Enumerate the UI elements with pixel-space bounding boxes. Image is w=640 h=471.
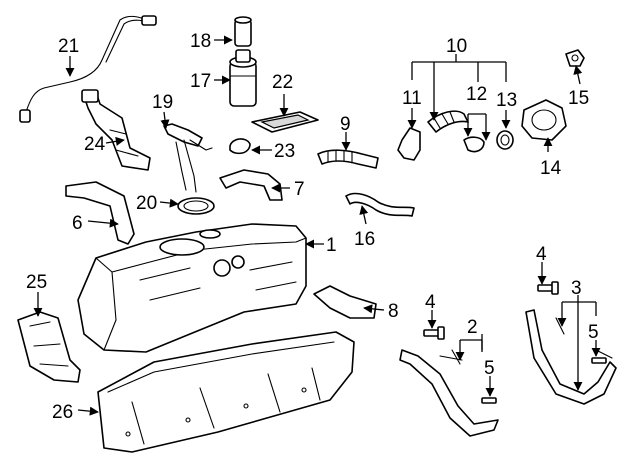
strap-part-3 [525, 309, 617, 405]
fuel-tank-part-1 [77, 223, 307, 353]
callout-4-left: 4 [425, 292, 436, 313]
fuel-cap-part-15 [565, 49, 585, 67]
callout-labels: 1 2 3 4 4 5 5 6 7 8 9 10 11 12 13 14 15 … [26, 31, 599, 423]
strap-part-2 [399, 349, 499, 437]
bolt-part-4-left [423, 326, 445, 340]
bolt-part-5-right [591, 357, 607, 364]
heat-shield-part-7 [219, 169, 283, 201]
fuel-line-part-21 [19, 15, 157, 123]
callout-11: 11 [402, 88, 422, 109]
callout-24: 24 [84, 134, 106, 155]
callout-15: 15 [568, 88, 589, 109]
callout-5-left: 5 [484, 358, 495, 379]
callout-4-right: 4 [536, 244, 547, 265]
skid-plate-part-26 [97, 331, 355, 453]
vent-hose-part-16 [345, 192, 415, 217]
filler-housing-part-14 [521, 99, 567, 141]
strainer-part-18 [234, 16, 252, 47]
clip-part-23 [229, 138, 251, 155]
callout-19: 19 [152, 92, 173, 113]
gasket-part-20 [177, 197, 215, 215]
callout-25: 25 [26, 272, 47, 293]
callout-14: 14 [540, 158, 562, 179]
callout-9: 9 [340, 114, 351, 135]
callout-2: 2 [467, 317, 478, 338]
callout-1: 1 [326, 235, 337, 256]
filler-hose-part-9 [317, 149, 379, 169]
callout-16: 16 [354, 229, 375, 250]
leader-lines [33, 35, 601, 416]
callout-3: 3 [571, 278, 582, 299]
callout-10: 10 [446, 36, 467, 57]
callout-22: 22 [272, 72, 293, 93]
callout-17: 17 [190, 71, 211, 92]
callout-13: 13 [496, 90, 517, 111]
fuel-pump-part-17 [229, 49, 257, 107]
pad-part-22 [251, 111, 319, 133]
callout-6: 6 [72, 213, 83, 234]
heat-shield-part-6 [65, 181, 135, 245]
sender-unit-part-19 [163, 123, 213, 193]
callout-8: 8 [388, 301, 399, 322]
bolt-part-4-right [537, 281, 559, 295]
callout-23: 23 [274, 141, 295, 162]
callout-20: 20 [136, 193, 157, 214]
callout-21: 21 [58, 36, 79, 57]
callout-5-right: 5 [588, 322, 599, 343]
sender-bracket-part-24 [81, 89, 151, 171]
bolt-part-5-left [481, 397, 497, 404]
callout-7: 7 [294, 179, 305, 200]
filler-neck-group-part-10 [397, 110, 514, 161]
shield-part-8 [313, 285, 377, 319]
callout-26: 26 [52, 402, 73, 423]
callout-12: 12 [466, 84, 487, 105]
callout-18: 18 [190, 31, 211, 52]
guard-part-25 [17, 311, 81, 383]
